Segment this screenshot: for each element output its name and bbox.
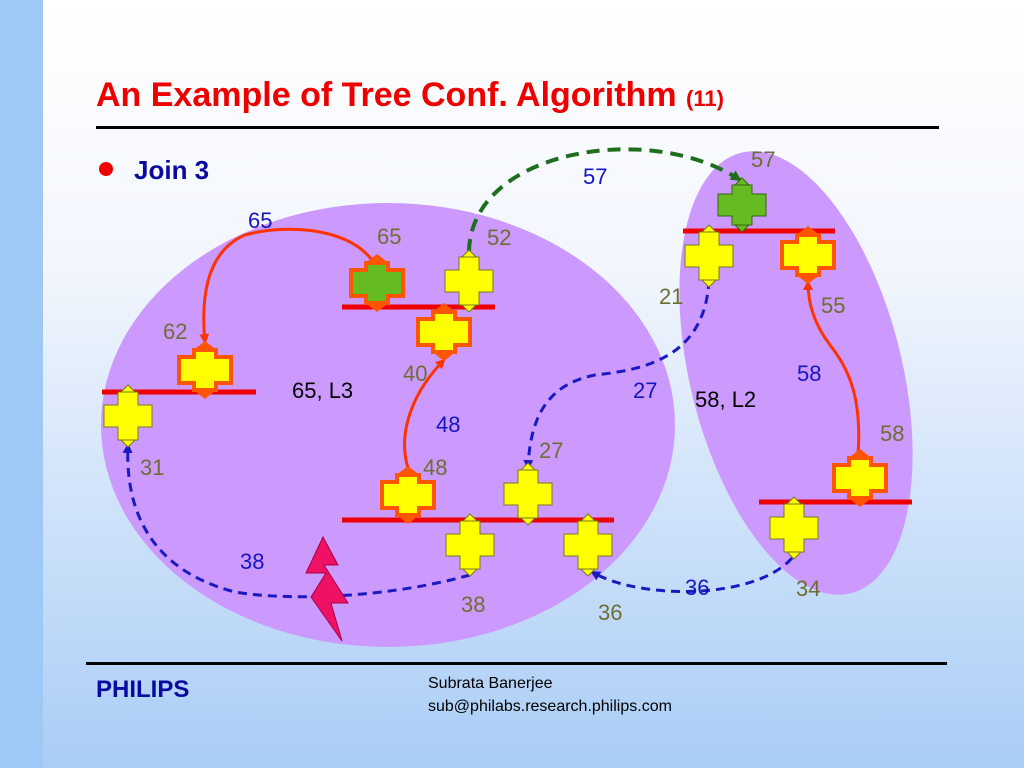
node-label-65: 65 [377,224,401,249]
footer-brand-logo: PHILIPS [96,676,190,703]
node-label-21: 21 [659,284,683,309]
node-label-38: 38 [461,592,485,617]
node-label-34: 34 [796,576,820,601]
edge-label-36: 36 [685,575,709,600]
edge-48-to-40 [403,358,446,469]
slide-title-suffix: (11) [686,86,724,111]
group-left-label: 65, L3 [292,378,353,403]
edge-58-to-55 [803,280,861,457]
edge-65-to-62 [199,227,374,344]
edge-38-to-31 [122,443,471,599]
node-label-31: 31 [140,455,164,480]
slide-title-text: An Example of Tree Conf. Algorithm [96,76,677,114]
edge-label-38: 38 [240,549,264,574]
edge-label-48: 48 [436,412,460,437]
node-label-36: 36 [598,600,622,625]
group-right-label: 58, L2 [695,387,756,412]
node-label-27: 27 [539,438,563,463]
node-label-40: 40 [403,361,427,386]
node-label-52: 52 [487,225,511,250]
node-label-55: 55 [821,293,845,318]
footer-author: Subrata Banerjee [428,675,553,692]
bullet-icon [99,162,113,176]
slide-title: An Example of Tree Conf. Algorithm (11) [96,76,724,115]
lightning-icon [305,535,349,642]
edge-label-65: 65 [248,208,272,233]
edge-21-to-27 [523,279,711,470]
edge-label-58: 58 [797,361,821,386]
edge-52-to-57 [467,147,742,253]
node-label-48: 48 [423,455,447,480]
node-label-62: 62 [163,319,187,344]
node-label-57: 57 [751,147,775,172]
bullet-text: Join 3 [134,155,210,185]
node-label-58: 58 [880,421,904,446]
group-left [101,203,675,647]
edge-label-27: 27 [633,378,657,403]
edge-34-to-36 [590,557,794,593]
title-underline [96,126,939,129]
footer-email: sub@philabs.research.philips.com [428,698,672,715]
edge-label-57: 57 [583,164,607,189]
footer-rule [86,662,947,665]
left-accent-strip [0,0,43,768]
